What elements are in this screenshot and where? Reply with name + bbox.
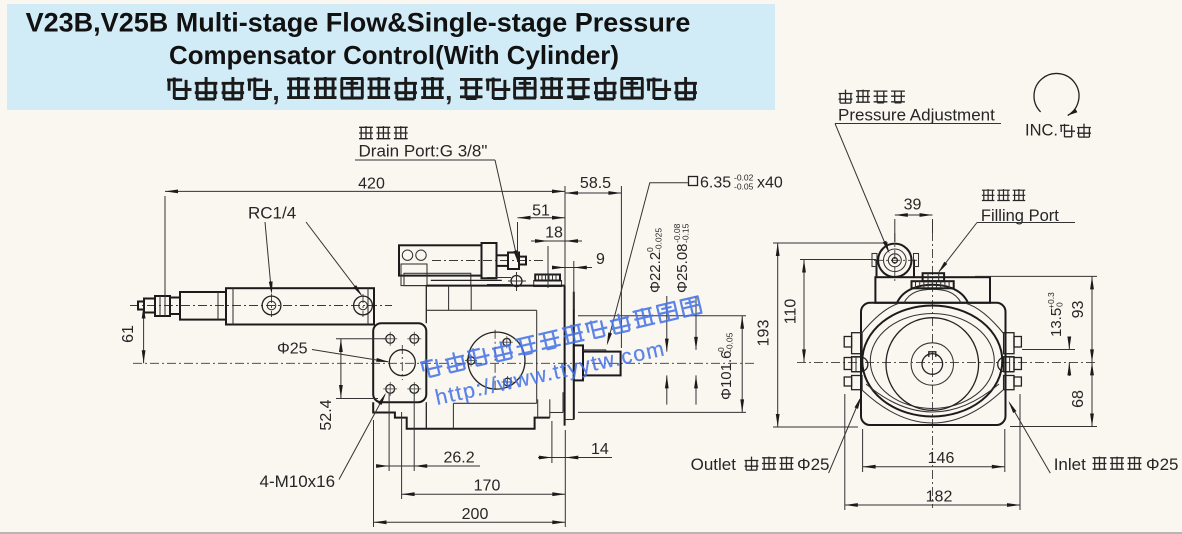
svg-text:170: 170 (474, 478, 501, 495)
svg-text:Drain Port:G 3/8": Drain Port:G 3/8" (359, 142, 488, 161)
svg-text:193: 193 (756, 320, 773, 347)
svg-text:61: 61 (120, 325, 137, 343)
svg-text:93: 93 (1070, 301, 1087, 319)
svg-text:68: 68 (1070, 390, 1087, 408)
svg-text:Outlet: Outlet (691, 455, 737, 474)
svg-text:14: 14 (591, 441, 609, 458)
svg-text:x40: x40 (757, 175, 783, 192)
svg-text:Φ25: Φ25 (1146, 455, 1178, 474)
svg-text:Pressure Adjustment: Pressure Adjustment (838, 106, 995, 125)
svg-text:110: 110 (783, 299, 800, 325)
svg-text:58.5: 58.5 (580, 175, 611, 192)
svg-text:39: 39 (904, 197, 922, 214)
svg-text:146: 146 (928, 450, 955, 467)
svg-text:420: 420 (358, 176, 385, 193)
svg-text:4-M10x16: 4-M10x16 (260, 472, 336, 491)
svg-text:0: 0 (716, 347, 726, 352)
svg-text:-0.05: -0.05 (734, 182, 754, 192)
svg-text:26.2: 26.2 (444, 450, 475, 467)
svg-text:51: 51 (532, 203, 550, 220)
svg-text:Compensator Control(With Cylin: Compensator Control(With Cylinder) (169, 42, 619, 70)
svg-text:52.4: 52.4 (318, 399, 335, 430)
svg-text:-0.05: -0.05 (725, 332, 735, 352)
svg-text:Φ22.2: Φ22.2 (647, 252, 664, 293)
svg-text:-0.02: -0.02 (734, 173, 754, 183)
svg-text:0: 0 (1055, 302, 1065, 307)
svg-text:13.5: 13.5 (1048, 308, 1065, 337)
svg-text:INC.: INC. (1025, 122, 1058, 140)
svg-text:Φ25.08: Φ25.08 (674, 243, 691, 293)
svg-text:Φ25: Φ25 (277, 341, 308, 358)
svg-text:-0.15: -0.15 (681, 223, 691, 243)
svg-text:+0.3: +0.3 (1046, 292, 1056, 309)
svg-text:18: 18 (545, 225, 563, 242)
svg-text:V23B,V25B Multi-stage Flow&Sin: V23B,V25B Multi-stage Flow&Single-stage … (26, 8, 691, 38)
svg-text:6.35: 6.35 (700, 175, 731, 192)
svg-text:RC1/4: RC1/4 (248, 204, 296, 223)
svg-text:Φ25: Φ25 (797, 455, 829, 474)
svg-text:182: 182 (926, 489, 953, 506)
svg-text:-0.025: -0.025 (654, 228, 664, 252)
svg-text:200: 200 (462, 506, 489, 523)
svg-text:0: 0 (645, 247, 655, 252)
svg-text:9: 9 (596, 251, 605, 268)
svg-text:Inlet: Inlet (1054, 455, 1086, 474)
svg-text:,: , (445, 76, 453, 106)
svg-text:Φ101.6: Φ101.6 (718, 350, 735, 400)
svg-text:-0.08: -0.08 (672, 223, 682, 243)
svg-text:Filling Port: Filling Port (981, 207, 1059, 225)
svg-text:,: , (272, 76, 280, 106)
